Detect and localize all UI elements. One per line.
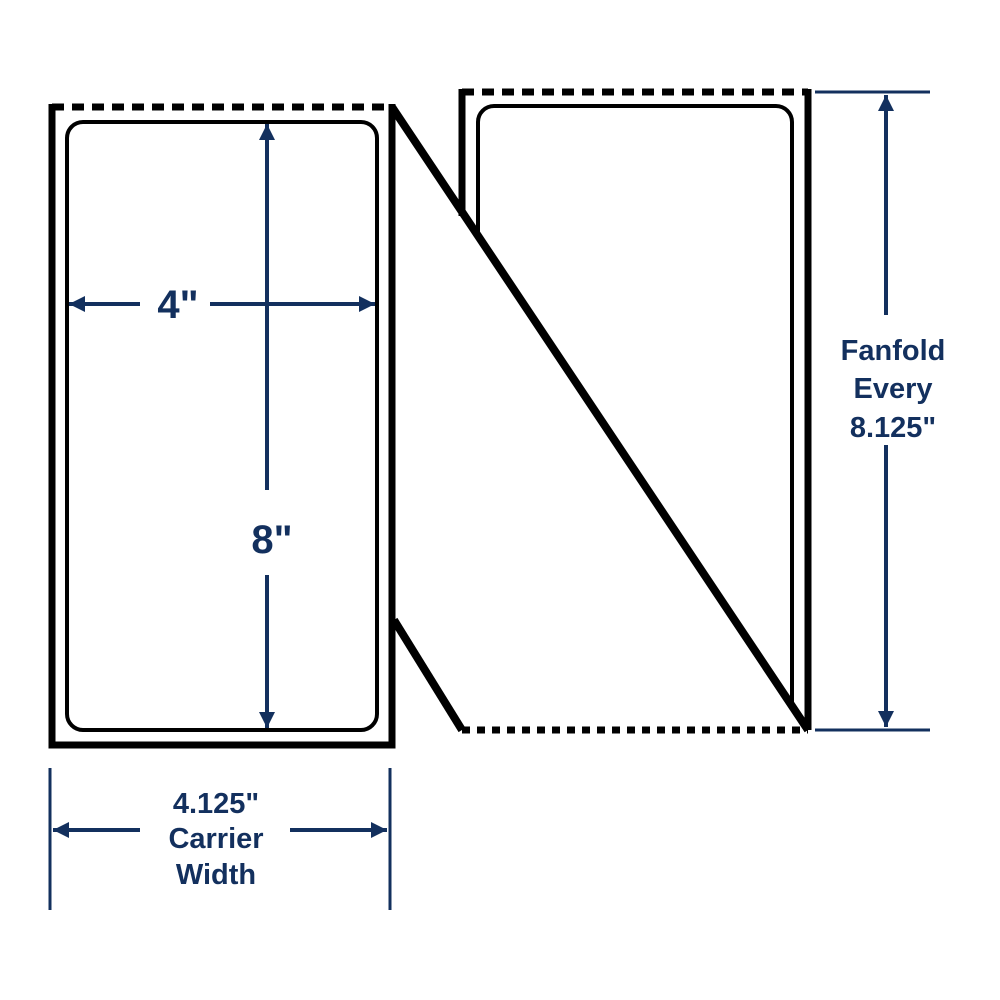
fold-lines bbox=[388, 104, 812, 733]
front-label bbox=[65, 120, 379, 732]
carrier-width-line2: Carrier bbox=[168, 823, 263, 855]
back-sheet bbox=[458, 88, 812, 734]
carrier-width-value: 4.125" bbox=[173, 788, 259, 820]
fanfold-dimension bbox=[815, 90, 930, 732]
carrier-width-line3: Width bbox=[176, 859, 256, 891]
label-width-text: 4" bbox=[157, 283, 198, 327]
label-height-text: 8" bbox=[251, 518, 292, 562]
fanfold-line1: Fanfold bbox=[841, 335, 946, 367]
carrier-width-dimension bbox=[48, 768, 392, 910]
front-sheet bbox=[48, 103, 396, 749]
fanfold-value: 8.125" bbox=[850, 412, 936, 444]
fanfold-line2: Every bbox=[853, 373, 932, 405]
